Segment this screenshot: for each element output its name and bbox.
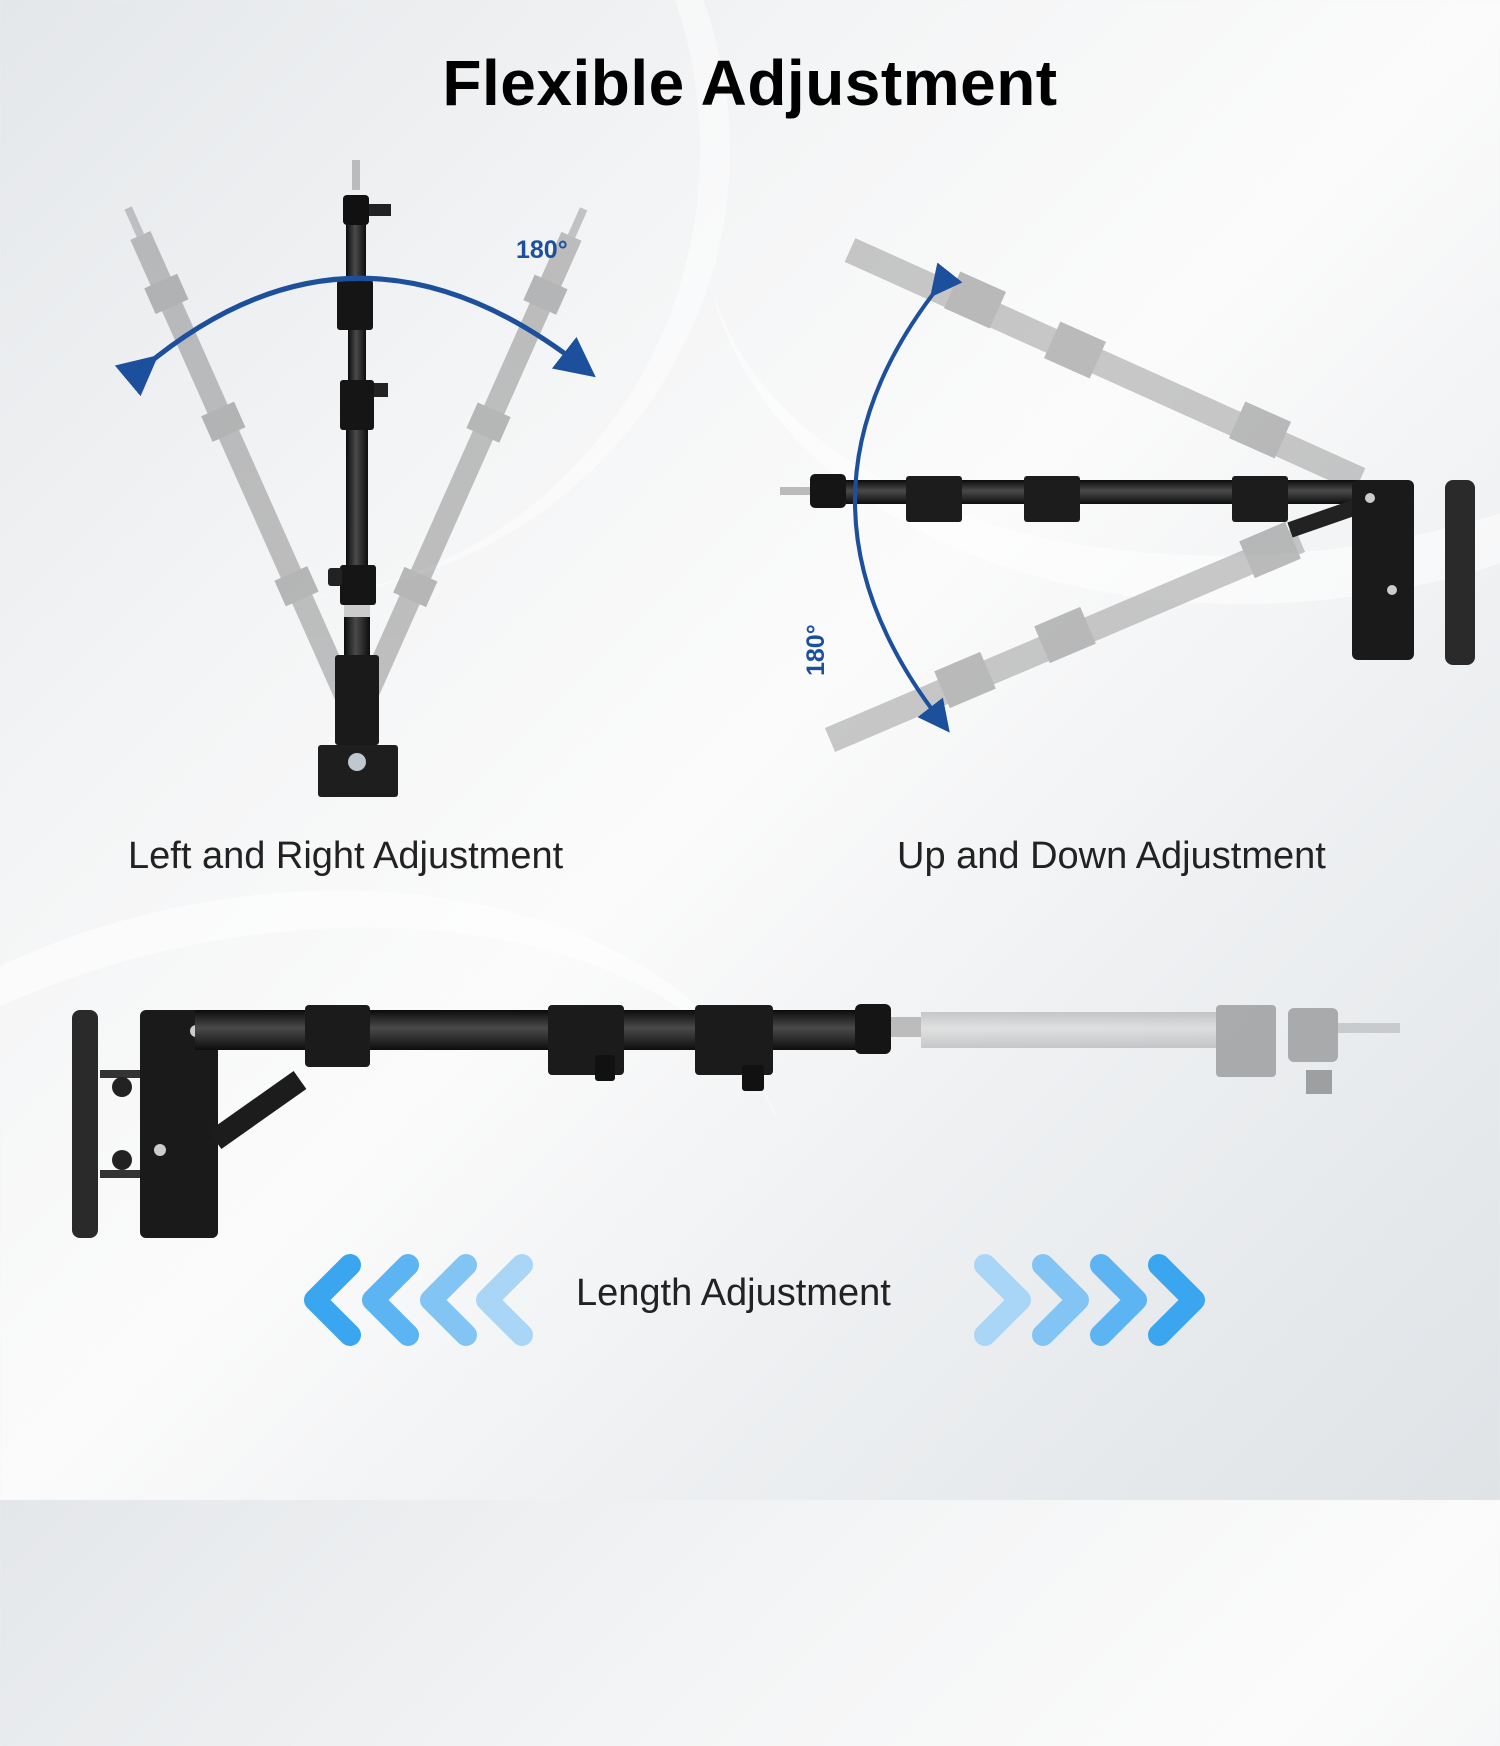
ghost-extension bbox=[921, 1005, 1400, 1094]
angle-label-up-down: 180° bbox=[802, 624, 830, 676]
rotation-arc-left-right bbox=[114, 275, 596, 397]
stand-vertical bbox=[318, 160, 398, 797]
caption-left-right: Left and Right Adjustment bbox=[128, 835, 564, 877]
length-stand-group bbox=[72, 1004, 1400, 1238]
product-illustration bbox=[72, 160, 1475, 1238]
up-down-stand-group bbox=[780, 238, 1475, 752]
page-title: Flexible Adjustment bbox=[442, 47, 1058, 119]
ghost-arm-lower bbox=[824, 521, 1306, 752]
rotation-arc-up-down bbox=[853, 262, 963, 733]
caption-length: Length Adjustment bbox=[576, 1272, 891, 1314]
caption-up-down: Up and Down Adjustment bbox=[897, 835, 1326, 877]
left-right-stand-group bbox=[114, 160, 596, 797]
angle-label-left-right: 180° bbox=[516, 236, 568, 264]
ghost-arm-upper bbox=[844, 238, 1366, 492]
